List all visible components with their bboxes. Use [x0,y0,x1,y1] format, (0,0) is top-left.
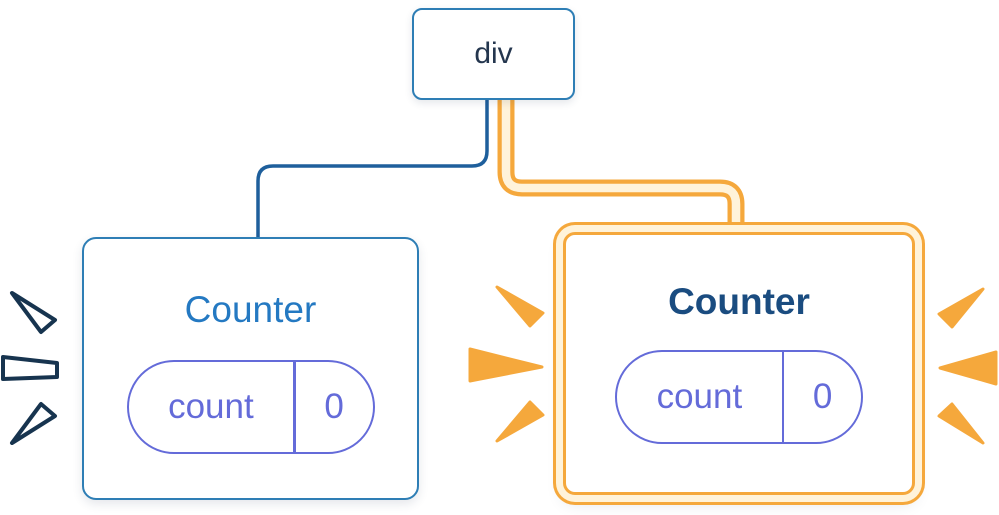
state-pill: count 0 [615,350,863,444]
burst-mark [937,287,985,329]
connector-right-outline [497,96,745,232]
counter-card-right-highlighted: Counter count 0 [563,232,915,495]
counter-card-left: Counter count 0 [82,237,419,500]
state-key-label: count [656,377,743,416]
burst-mark [938,350,998,386]
white-burst-marks-left-card [1,291,59,445]
burst-mark [495,400,545,443]
burst-mark [10,291,57,334]
orange-burst-marks-right-card [468,285,998,445]
root-node-div: div [412,8,575,100]
connector-right-core [501,96,741,232]
connector-left [256,96,489,240]
burst-mark [10,402,57,445]
pill-divider [781,352,785,442]
burst-mark [495,285,545,328]
counter-title: Counter [668,281,810,322]
burst-mark [937,402,985,445]
burst-mark [468,347,544,383]
counter-title: Counter [184,289,317,330]
root-node-label: div [474,37,513,70]
state-value: 0 [324,387,344,426]
state-value: 0 [812,377,833,416]
burst-mark [1,355,59,381]
pill-divider [293,362,296,452]
state-key-label: count [168,387,254,426]
state-pill: count 0 [126,360,375,454]
